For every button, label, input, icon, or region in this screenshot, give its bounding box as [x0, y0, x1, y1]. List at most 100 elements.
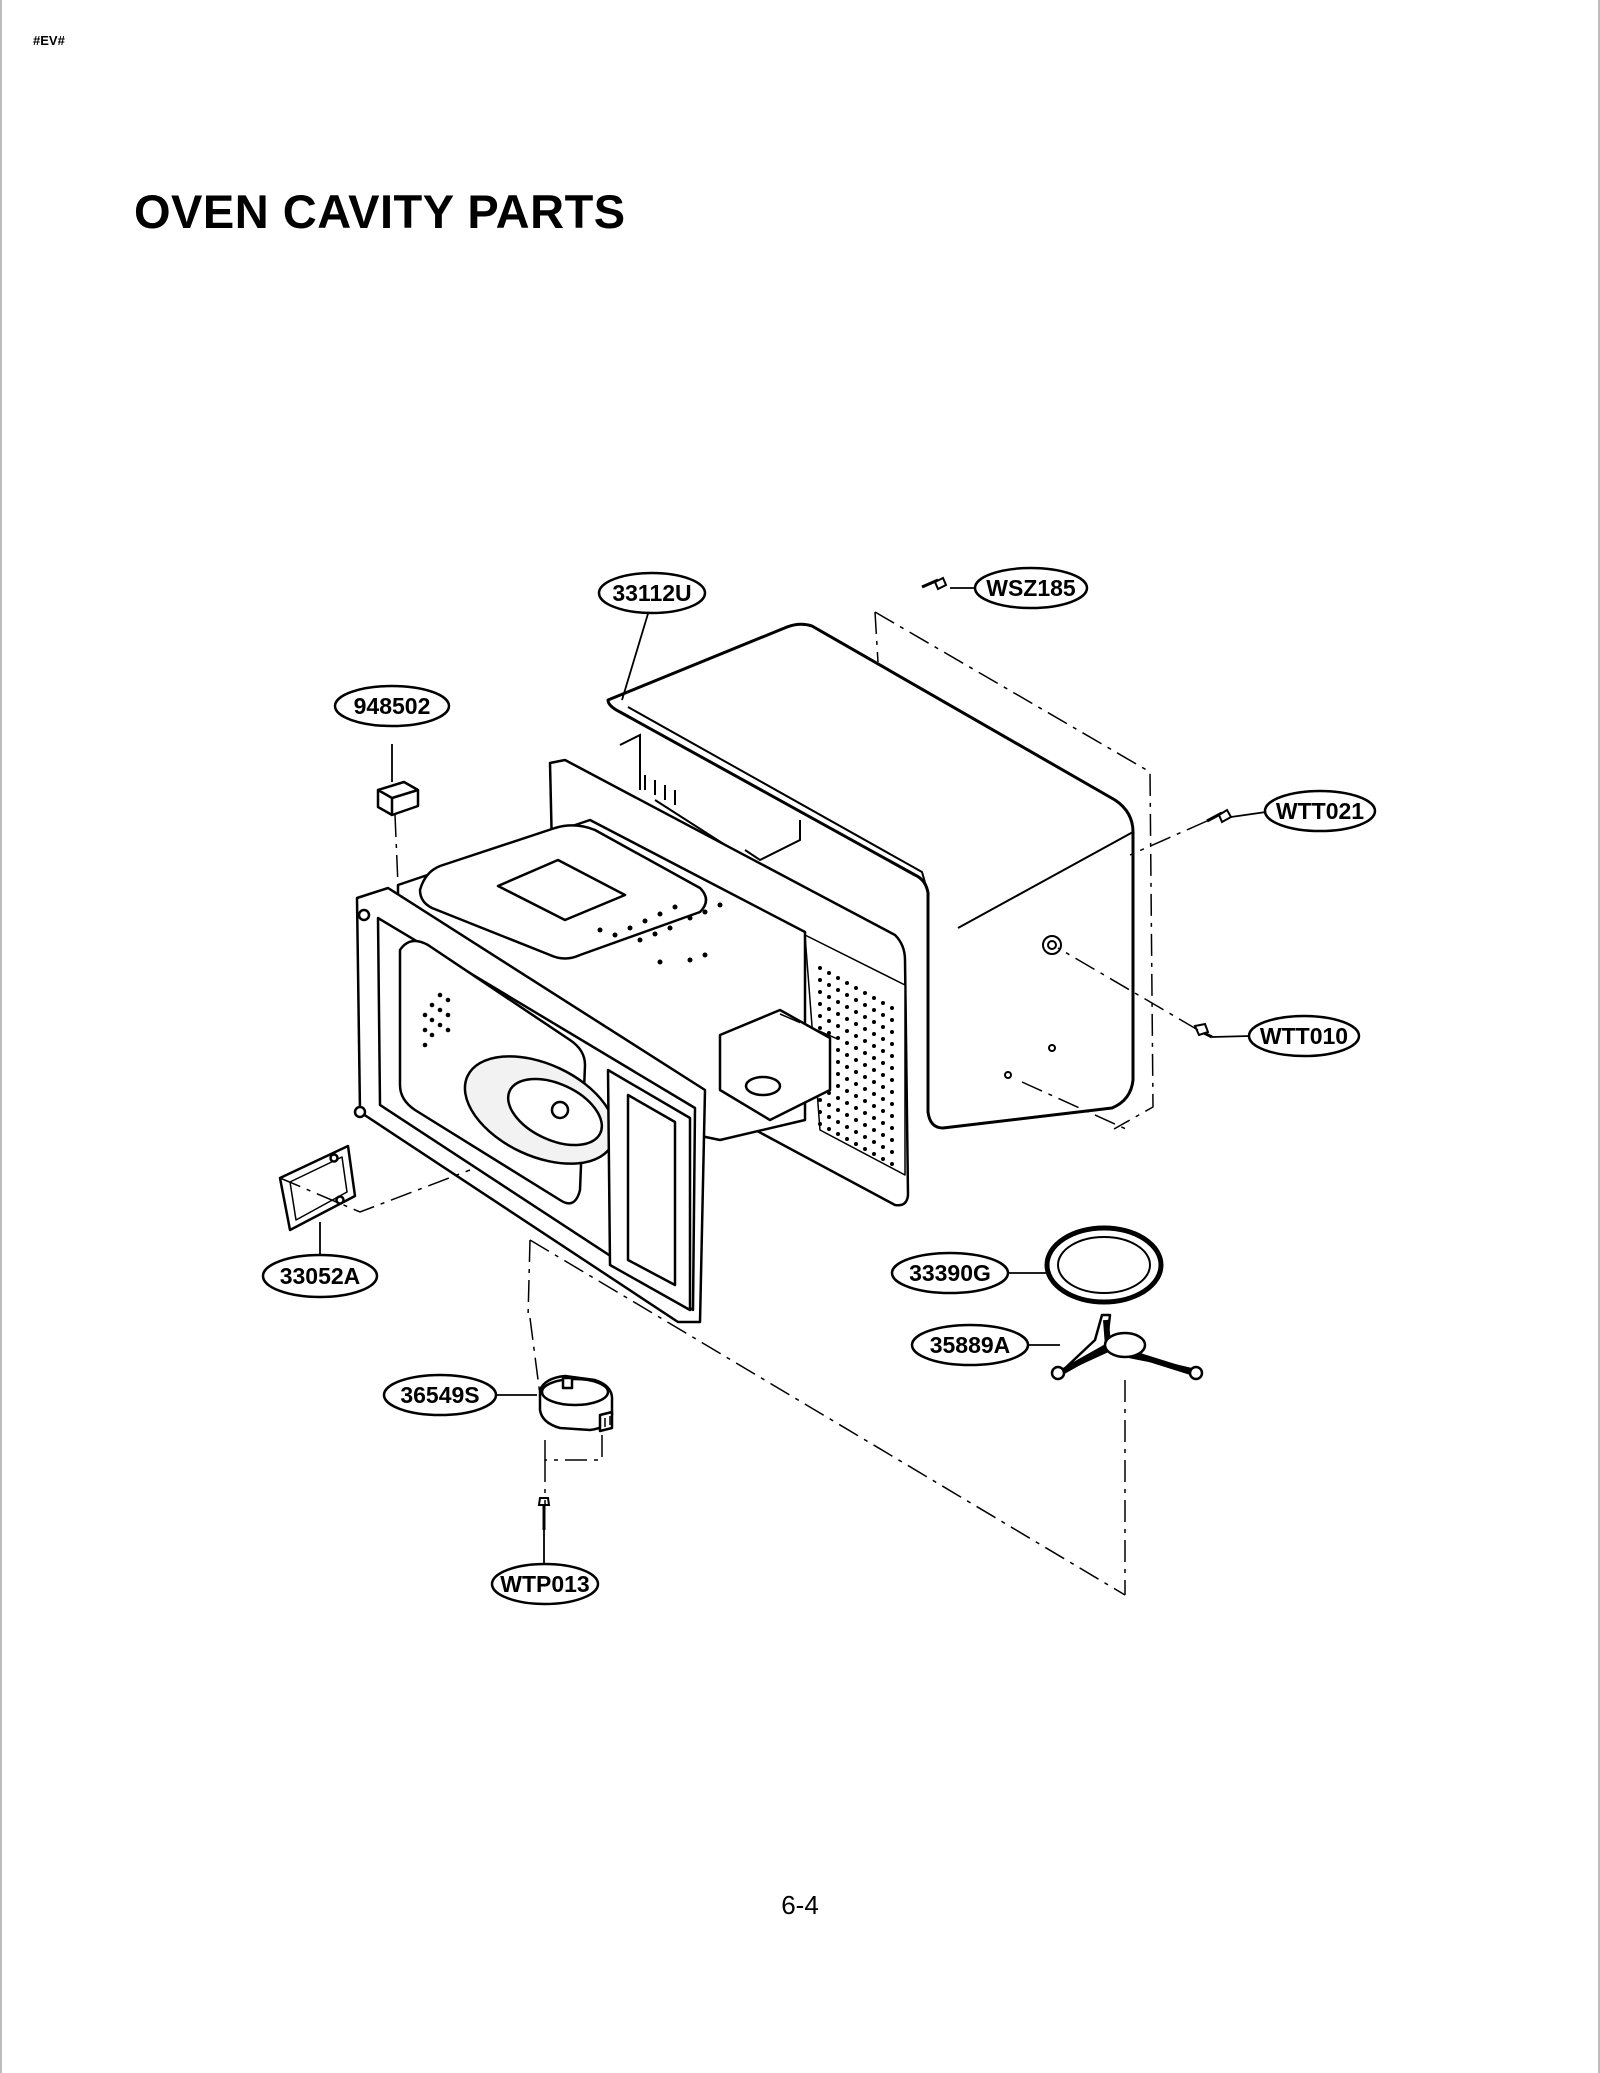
- vent-hole: [863, 1099, 867, 1103]
- vent-hole: [863, 1087, 867, 1091]
- vent-hole: [872, 1092, 876, 1096]
- svg-text:35889A: 35889A: [930, 1332, 1011, 1358]
- vent-hole: [863, 1003, 867, 1007]
- vent-hole: [854, 1034, 858, 1038]
- vent-hole: [836, 976, 840, 980]
- callout-33112u: 33112U: [597, 571, 707, 615]
- vent-hole: [836, 1012, 840, 1016]
- vent-hole: [836, 1132, 840, 1136]
- cavity-side-perforations: [422, 992, 451, 1048]
- vent-hole: [890, 1126, 894, 1130]
- assembly-lines: [279, 611, 1208, 1596]
- vent-hole: [890, 1078, 894, 1082]
- vent-hole: [863, 1135, 867, 1139]
- vent-hole: [818, 1110, 822, 1114]
- roller-guide: [1050, 1313, 1204, 1381]
- screw-wsz185: [921, 576, 948, 591]
- vent-hole: [845, 1101, 849, 1105]
- vent-hole: [836, 1048, 840, 1052]
- vent-hole: [854, 1058, 858, 1062]
- vent-hole: [845, 1137, 849, 1141]
- vent-hole: [845, 1065, 849, 1069]
- vent-hole: [863, 1027, 867, 1031]
- waveguide-cover: [278, 1144, 357, 1232]
- vent-hole: [836, 1084, 840, 1088]
- oven-cavity: [396, 818, 832, 1142]
- vent-hole: [881, 1121, 885, 1125]
- vent-hole: [881, 1109, 885, 1113]
- vent-hole: [845, 1041, 849, 1045]
- callout-wtt010: WTT010: [1247, 1014, 1361, 1058]
- screw-wtp013: [537, 1497, 551, 1530]
- screw-wtt021: [1206, 808, 1233, 824]
- vent-hole: [845, 981, 849, 985]
- svg-text:WSZ185: WSZ185: [986, 575, 1076, 601]
- vent-hole: [890, 1030, 894, 1034]
- outer-cabinet: [606, 622, 1135, 1130]
- page-title: OVEN CAVITY PARTS: [134, 185, 626, 238]
- vent-hole: [827, 1115, 831, 1119]
- vent-hole: [872, 1068, 876, 1072]
- vent-hole: [881, 1061, 885, 1065]
- vent-hole: [854, 1070, 858, 1074]
- vent-hole: [890, 1150, 894, 1154]
- page-border-right: [1598, 0, 1600, 2073]
- vent-hole: [845, 1113, 849, 1117]
- vent-hole: [890, 1138, 894, 1142]
- lamp-part: [376, 780, 420, 817]
- svg-text:948502: 948502: [354, 693, 431, 719]
- vent-hole: [881, 1097, 885, 1101]
- vent-hole: [872, 1020, 876, 1024]
- svg-text:WTT010: WTT010: [1260, 1023, 1348, 1049]
- vent-hole: [881, 1157, 885, 1161]
- vent-hole: [827, 995, 831, 999]
- vent-hole: [872, 1008, 876, 1012]
- vent-hole: [872, 1056, 876, 1060]
- vent-hole: [845, 1089, 849, 1093]
- vent-hole: [836, 988, 840, 992]
- vent-hole: [872, 1152, 876, 1156]
- vent-hole: [827, 1127, 831, 1131]
- callout-35889a: 35889A: [910, 1323, 1030, 1367]
- svg-text:WTP013: WTP013: [500, 1571, 589, 1597]
- vent-hole: [872, 1140, 876, 1144]
- vent-hole: [872, 1128, 876, 1132]
- vent-hole: [863, 1015, 867, 1019]
- callout-948502: 948502: [333, 684, 451, 728]
- vent-hole: [872, 1116, 876, 1120]
- vent-hole: [827, 1019, 831, 1023]
- vent-hole: [836, 1000, 840, 1004]
- vent-hole: [890, 1018, 894, 1022]
- vent-hole: [890, 1006, 894, 1010]
- vent-hole: [863, 1111, 867, 1115]
- leader-lines: [319, 587, 1267, 1568]
- vent-hole: [845, 1029, 849, 1033]
- vent-hole: [827, 983, 831, 987]
- vent-hole: [845, 993, 849, 997]
- vent-hole: [854, 1130, 858, 1134]
- vent-hole: [863, 1051, 867, 1055]
- callout-wsz185: WSZ185: [973, 566, 1089, 610]
- vent-hole: [881, 1145, 885, 1149]
- vent-hole: [854, 1094, 858, 1098]
- vent-hole: [881, 1133, 885, 1137]
- vent-hole: [890, 1054, 894, 1058]
- svg-text:33112U: 33112U: [612, 580, 691, 606]
- vent-hole: [863, 1123, 867, 1127]
- turntable-tray: [1044, 1225, 1164, 1305]
- vent-hole: [818, 1122, 822, 1126]
- vent-hole: [827, 971, 831, 975]
- page-border-left: [0, 0, 2, 2073]
- vent-hole: [872, 1104, 876, 1108]
- svg-text:33052A: 33052A: [280, 1263, 361, 1289]
- vent-hole: [836, 1120, 840, 1124]
- vent-hole: [854, 1082, 858, 1086]
- vent-hole: [854, 998, 858, 1002]
- vent-hole: [881, 1025, 885, 1029]
- back-vent-holes: [818, 966, 894, 1166]
- vent-hole: [818, 1014, 822, 1018]
- vent-hole: [854, 1022, 858, 1026]
- front-plate: [353, 886, 707, 1324]
- callout-wtt021: WTT021: [1263, 789, 1377, 833]
